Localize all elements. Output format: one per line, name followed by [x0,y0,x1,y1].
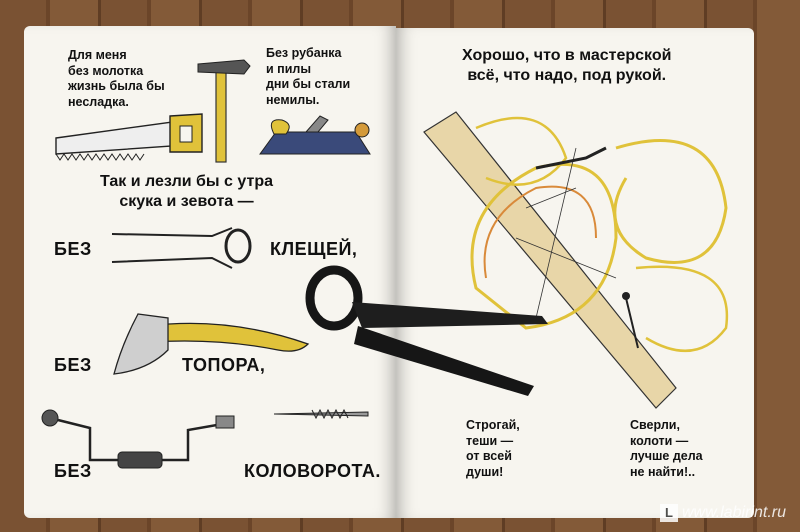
axe-word-bez: БЕЗ [54,355,92,375]
pliers-word-bez: БЕЗ [54,239,92,259]
pliers-illustration [111,227,252,269]
hammer-illustration [197,59,251,163]
brace-word-kolovorota: КОЛОВОРОТА. [244,461,381,481]
brace-drill-illustration [41,409,235,469]
brace-word-bez: БЕЗ [54,461,92,481]
verse-hammer: Для меня без молотка жизнь была бы несла… [68,48,165,109]
right-book-page: Хорошо, что в мастерской всё, что надо, … [396,28,754,518]
pliers-word-kleshchey: КЛЕЩЕЙ, [270,239,358,259]
workshop-sketch-illustration [423,111,729,409]
verse-plane-work: Строгай, теши — от всей души! [466,418,520,479]
watermark-text: www.labirint.ru [681,504,786,521]
verse-morning: Так и лезли бы с утра скука и зевота — [100,173,273,210]
verse-plane: Без рубанка и пилы дни бы стали немилы. [266,46,351,107]
right-page-heading: Хорошо, что в мастерской всё, что надо, … [462,47,672,84]
drill-bit-illustration [273,408,369,420]
verse-drill-work: Сверли, колоти — лучше дела не найти!.. [630,418,703,479]
axe-word-topora: ТОПОРА, [182,355,266,375]
labirint-logo-icon: L [659,504,678,522]
plane-illustration [259,115,371,155]
saw-illustration [55,113,203,161]
black-pliers-photo-object [305,265,548,396]
axe-illustration [113,313,310,375]
